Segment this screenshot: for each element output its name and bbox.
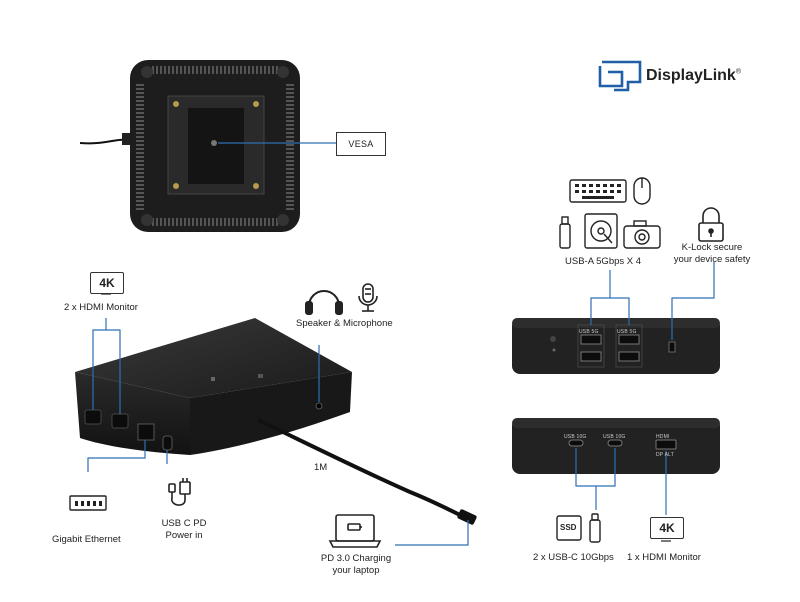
- port-label-usb5g-right: USB 5G: [617, 329, 637, 335]
- port-label-dp-alt: DP ALT: [656, 452, 674, 458]
- speaker-mic-label: Speaker & Microphone: [296, 318, 393, 329]
- hdmi-4k-badge: 4K: [90, 272, 124, 294]
- main-callout-lines: [87, 318, 469, 546]
- ethernet-port: [137, 423, 155, 441]
- hdmi-port-1: [84, 409, 102, 425]
- flash-drive-icon: [559, 216, 571, 249]
- usbc-pd-label: USB C PD Power in: [155, 518, 213, 542]
- usbc-pd-line1: USB C PD: [161, 518, 207, 529]
- port-label-usb5g-left: USB 5G: [579, 329, 599, 335]
- displaylink-logo-icon: [598, 60, 642, 92]
- padlock-icon: [698, 207, 724, 242]
- hdmi-monitor-2x-label: 2 x HDMI Monitor: [64, 302, 138, 313]
- vesa-label: VESA: [336, 132, 386, 156]
- brand-logo: DisplayLink®: [646, 67, 741, 85]
- port-label-usb10g-right: USB 10G: [603, 434, 626, 440]
- audio-jack: [315, 402, 323, 410]
- usba-label: USB-A 5Gbps X 4: [565, 256, 642, 267]
- port-label-hdmi: HDMI: [656, 434, 670, 440]
- ssd-label: SSD: [560, 523, 577, 532]
- klock-slot: [668, 341, 676, 353]
- dock-bottom-view: [79, 60, 336, 232]
- headphones-icon: [305, 290, 343, 315]
- mouse-icon: [633, 177, 651, 205]
- rear-callout-lines: [590, 262, 715, 340]
- klock-line2: your device safety: [673, 254, 751, 265]
- usbc-pd-port: [162, 435, 173, 451]
- klock-line1: K-Lock secure: [681, 242, 743, 253]
- hdmi-port-2: [111, 413, 129, 429]
- pd-charging-label: PD 3.0 Charging your laptop: [318, 553, 394, 577]
- hdmi-monitor-1x-label: 1 x HDMI Monitor: [627, 552, 701, 563]
- dock-front-view: [512, 418, 720, 474]
- usbc-cable-plug: [457, 509, 477, 525]
- usbc-drive-icon: [589, 513, 601, 543]
- ssd-icon: [556, 515, 582, 541]
- top-vents: [150, 66, 280, 74]
- hdmi-4k-badge-right: 4K: [650, 517, 684, 539]
- camera-icon: [623, 220, 661, 249]
- pd-charging-line2: your laptop: [332, 565, 380, 576]
- microphone-icon: [358, 283, 378, 312]
- keyboard-icon: [569, 179, 627, 203]
- hard-disk-icon: [584, 213, 618, 249]
- cable-length-label: 1M: [314, 462, 328, 473]
- laptop-icon: [328, 514, 382, 548]
- ethernet-icon: [69, 495, 107, 511]
- brand-mark: ®: [735, 68, 741, 76]
- gigabit-ethernet-label: Gigabit Ethernet: [52, 534, 121, 545]
- dock-main-view: [75, 318, 477, 525]
- power-adapter-icon: [168, 478, 191, 506]
- brand-name: DisplayLink: [646, 67, 736, 84]
- usbc-2x-label: 2 x USB-C 10Gbps: [533, 552, 614, 563]
- klock-label: K-Lock secure your device safety: [669, 242, 755, 266]
- usbc-pd-line2: Power in: [165, 530, 203, 541]
- vesa-plate: [188, 108, 244, 184]
- port-label-usb10g-left: USB 10G: [564, 434, 587, 440]
- pd-charging-line1: PD 3.0 Charging: [320, 553, 392, 564]
- dock-rear-view: [512, 318, 720, 374]
- front-callout-lines: [575, 448, 667, 515]
